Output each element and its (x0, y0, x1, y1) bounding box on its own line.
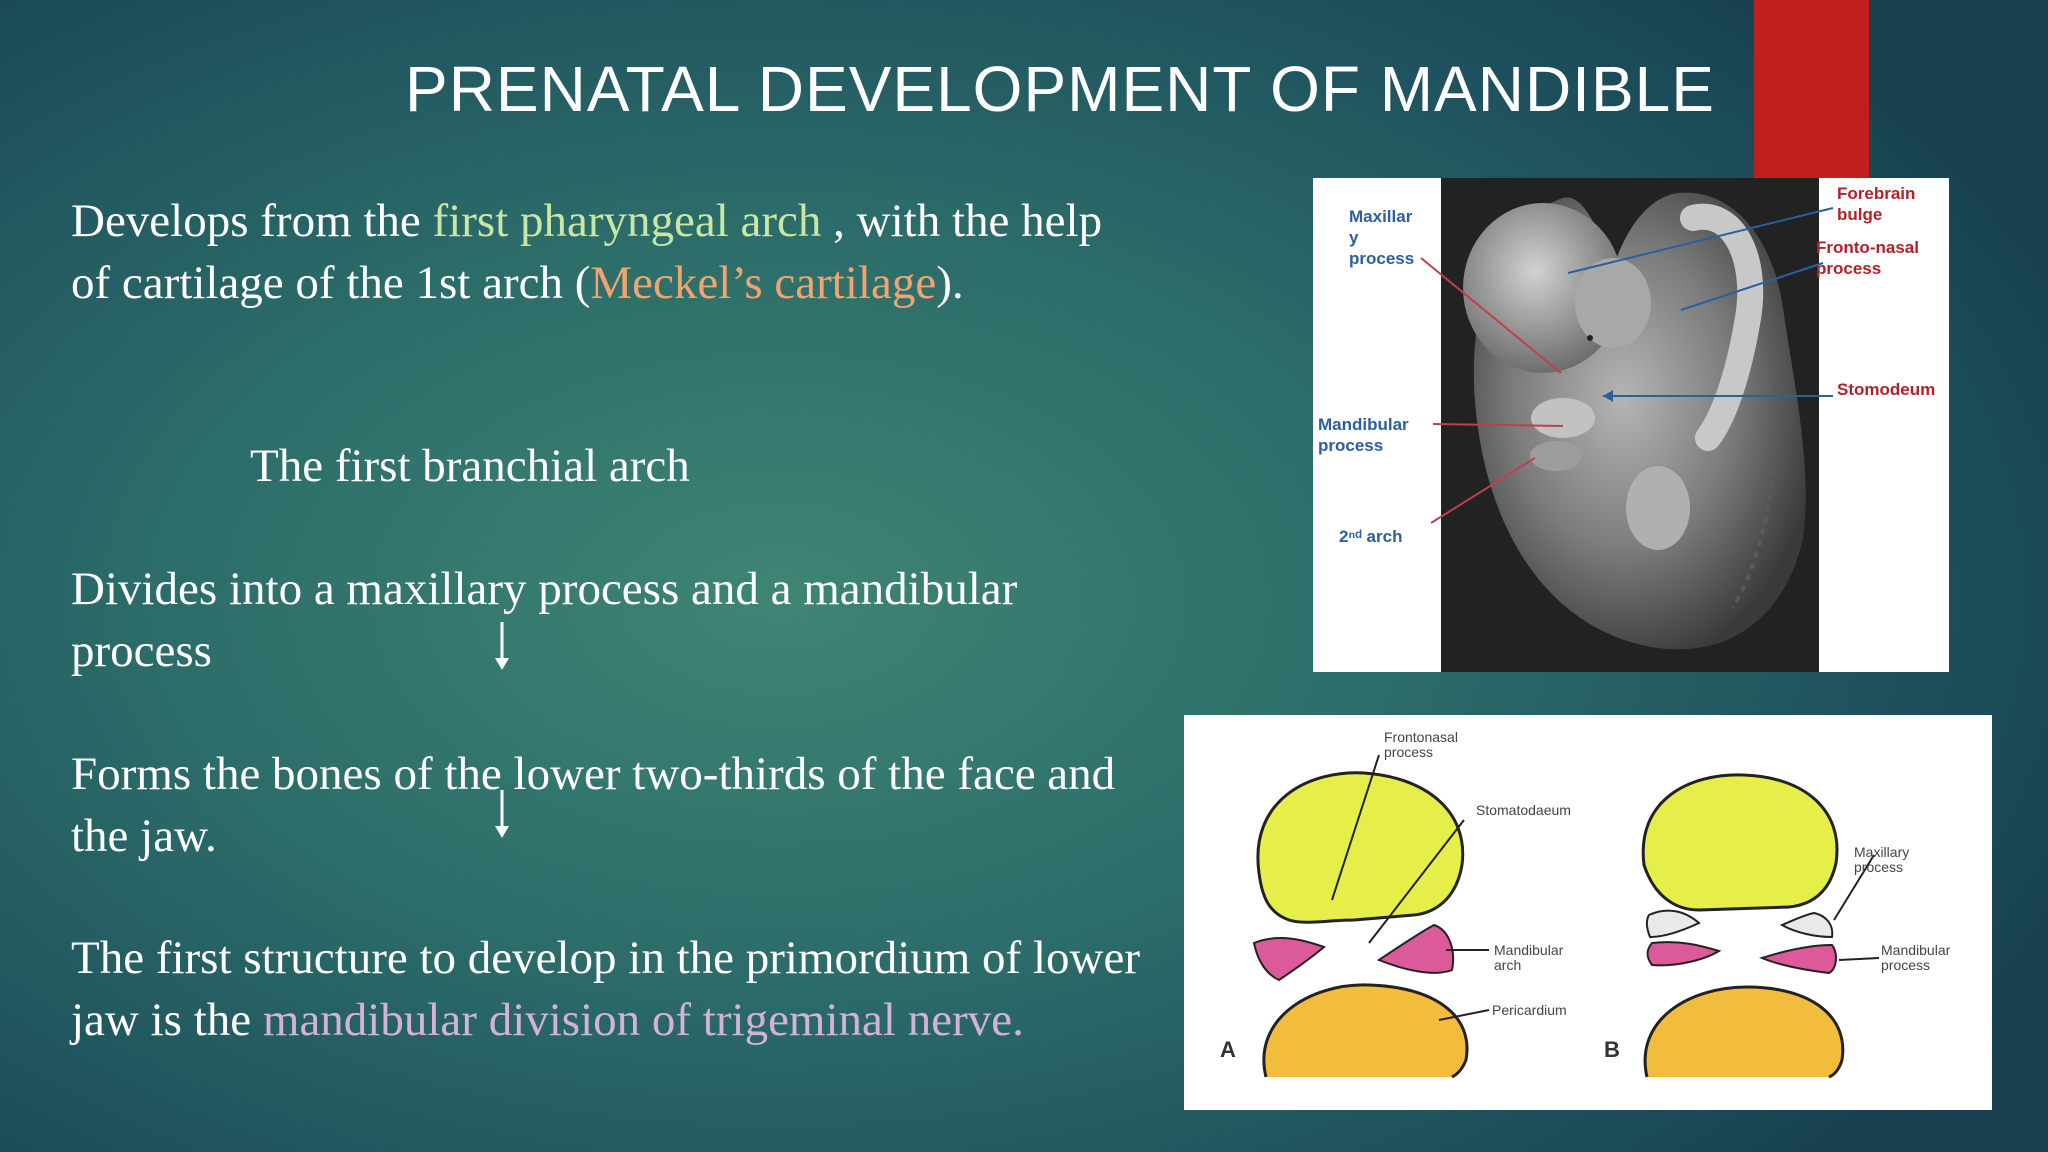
highlight-first-pharyngeal-arch: first pharyngeal arch (432, 195, 822, 247)
panel-label-a: A (1220, 1037, 1236, 1062)
label-mandibular-arch: Mandibular arch (1494, 942, 1564, 973)
paragraph-first-structure: The first structure to develop in the pr… (71, 932, 1140, 1046)
down-arrow-icon (495, 622, 509, 670)
label-mandibular-process: Mandibular process (1318, 415, 1409, 455)
label-mandibular-process-b: Mandibular process (1881, 942, 1951, 973)
label-maxillary-process: Maxillar y process (1349, 207, 1415, 268)
label-frontonasal: Frontonasal process (1384, 729, 1458, 760)
panel-label-b: B (1604, 1037, 1620, 1062)
down-arrow-icon (495, 790, 509, 838)
face-development-diagram: Frontonasal process Stomatodaeum Mandibu… (1184, 715, 1992, 1110)
diagram-drawing (1252, 754, 1880, 1079)
highlight-meckels-cartilage: Meckel’s cartilage (590, 257, 937, 309)
highlight-trigeminal-nerve: mandibular division of trigeminal nerve. (262, 994, 1024, 1046)
embryo-sem-image (1420, 178, 1834, 672)
label-forebrain-bulge: Forebrain bulge (1837, 184, 1916, 224)
accent-bar (1754, 0, 1869, 178)
paragraph-divides: Divides into a maxillary process and a m… (71, 563, 1018, 677)
label-frontonasal-process: Fronto-nasal process (1816, 238, 1919, 278)
label-maxillary: Maxillary process (1854, 844, 1910, 875)
paragraph-origin: Develops from the first pharyngeal arch … (71, 195, 1103, 309)
label-stomodeum: Stomodeum (1837, 380, 1936, 399)
label-stomatodaeum: Stomatodaeum (1476, 802, 1571, 818)
paragraph-forms-bones: Forms the bones of the lower two-thirds … (71, 748, 1116, 862)
subheading-first-branchial-arch: The first branchial arch (250, 440, 690, 492)
embryo-sem-figure: Maxillar y process Mandibular process 2ⁿ… (1313, 178, 1949, 672)
slide-title: PRENATAL DEVELOPMENT OF MANDIBLE (405, 53, 1715, 125)
label-second-arch: 2ⁿᵈ arch (1339, 527, 1403, 546)
label-pericardium: Pericardium (1492, 1002, 1567, 1018)
